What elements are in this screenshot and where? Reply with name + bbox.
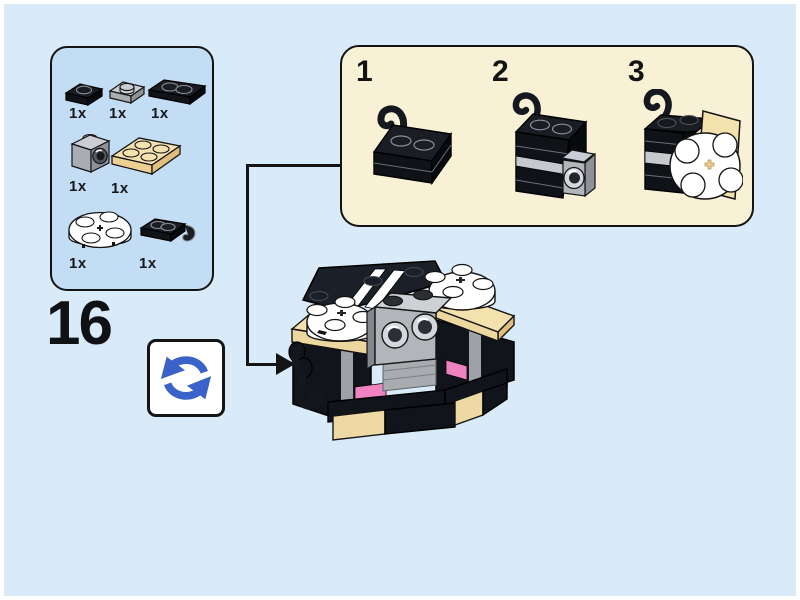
white-2x2-round-plate-icon [68,211,132,249]
part-qty-label: 1x [109,105,127,122]
substep-number-1: 1 [356,55,373,88]
step-number: 16 [46,289,113,358]
substep-2-image [512,92,596,199]
part-qty-label: 1x [139,255,157,272]
connector-line-vertical [246,164,249,366]
black-1x2-plate-with-clip-icon [139,218,196,243]
substeps-callout-panel: 1 2 3 [340,45,754,227]
parts-inventory-panel: 1x 1x 1x 1x 1x [50,46,214,291]
gray-1x1-plate-icon [108,81,146,105]
gray-1x1-brick-side-stud-icon [70,133,111,173]
substep-3-image [643,89,743,200]
black-1x1-plate-icon [64,83,104,107]
substep-1-image [372,105,453,186]
part-qty-label: 1x [69,178,87,195]
part-qty-label: 1x [111,180,129,197]
rotate-indicator [147,339,225,417]
part-qty-label: 1x [151,105,169,122]
tan-2x2-plate-icon [110,137,182,176]
part-qty-label: 1x [69,105,87,122]
connector-line-horizontal-bottom [246,363,280,366]
substep-number-2: 2 [492,55,509,88]
substep-number-3: 3 [628,55,645,88]
part-qty-label: 1x [69,255,87,272]
model-image [288,260,516,441]
connector-line-horizontal-top [246,164,342,167]
black-1x2-plate-icon [147,79,207,106]
rotate-icon [160,356,212,400]
